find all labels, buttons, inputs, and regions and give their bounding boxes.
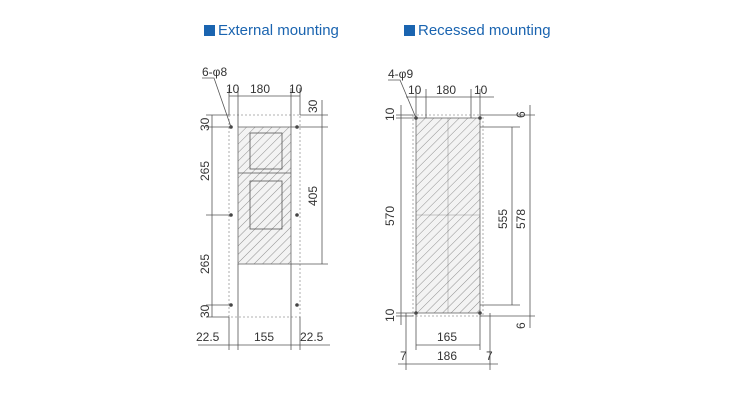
external-top-right-dim: 10 <box>289 82 303 96</box>
recessed-bottom-right-dim: 7 <box>486 349 493 363</box>
square-bullet-icon <box>204 25 215 36</box>
recessed-panel-outline <box>412 114 484 317</box>
external-right-top-dim: 30 <box>306 99 320 113</box>
hole-marker <box>295 303 299 307</box>
external-left-lower-dim: 265 <box>198 254 212 274</box>
recessed-mounting-heading: Recessed mounting <box>404 22 551 39</box>
recessed-bottom-inner-dim: 165 <box>437 330 457 344</box>
recessed-mounting-title: Recessed mounting <box>418 22 551 39</box>
recessed-mounting-drawing: 4-φ9 10 180 10 10 570 10 6 555 578 6 <box>383 67 535 370</box>
external-upper-window <box>249 132 283 170</box>
external-left-upper-dim: 265 <box>198 161 212 181</box>
recessed-top-mid-dim: 180 <box>436 83 456 97</box>
external-unit-body <box>237 126 292 265</box>
external-panel-outline <box>228 114 301 318</box>
external-bottom-right-dim: 22.5 <box>300 330 324 344</box>
external-holes-leader <box>202 77 232 128</box>
external-bottom-mid-dim: 155 <box>254 330 274 344</box>
recessed-right-outer-dim: 578 <box>514 209 528 229</box>
external-top-left-dim: 10 <box>226 82 240 96</box>
recessed-holes-label: 4-φ9 <box>388 67 413 81</box>
external-left-top-dim: 30 <box>198 117 212 131</box>
recessed-unit-body <box>415 117 481 314</box>
recessed-right-inner-dim: 555 <box>496 209 510 229</box>
recessed-left-bottom-dim: 10 <box>383 308 397 322</box>
external-mounting-drawing: 6-φ8 10 180 10 30 405 30 265 265 30 <box>196 65 330 350</box>
external-left-bottom-dim: 30 <box>198 304 212 318</box>
square-bullet-icon <box>404 25 415 36</box>
recessed-right-bottom-dim: 6 <box>514 322 528 329</box>
recessed-right-top-dim: 6 <box>514 111 528 118</box>
recessed-holes-leader <box>388 79 417 119</box>
external-lower-window <box>249 180 283 230</box>
recessed-left-height-dim: 570 <box>383 206 397 226</box>
external-mounting-heading: External mounting <box>204 22 339 39</box>
recessed-bottom-outer-dim: 186 <box>437 349 457 363</box>
external-mounting-title: External mounting <box>218 22 339 39</box>
recessed-bottom-left-dim: 7 <box>400 349 407 363</box>
recessed-left-top-dim: 10 <box>383 107 397 121</box>
hole-marker <box>295 213 299 217</box>
recessed-top-left-dim: 10 <box>408 83 422 97</box>
external-bottom-left-dim: 22.5 <box>196 330 220 344</box>
external-top-mid-dim: 180 <box>250 82 270 96</box>
external-right-height-dim: 405 <box>306 186 320 206</box>
recessed-top-right-dim: 10 <box>474 83 488 97</box>
external-holes-label: 6-φ8 <box>202 65 227 79</box>
